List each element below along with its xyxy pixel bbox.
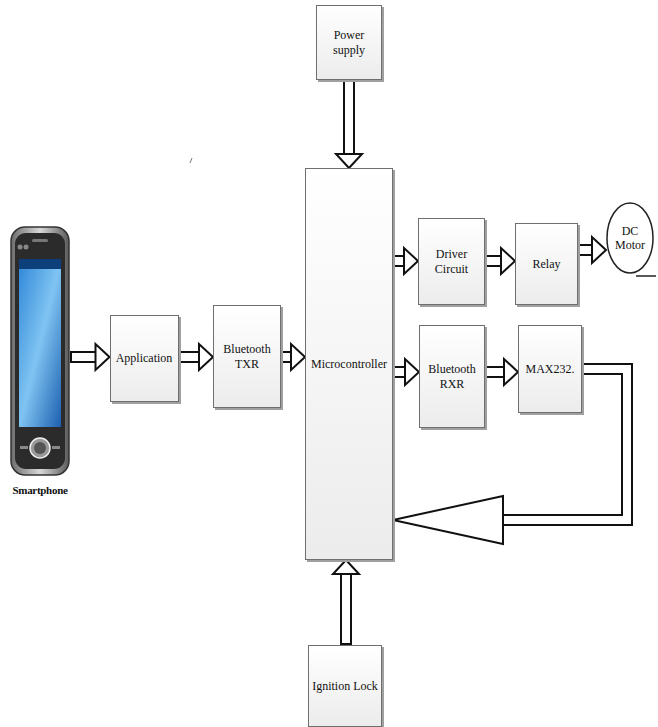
process-box: Driver Circuit	[418, 218, 485, 305]
block-arrow	[393, 248, 418, 274]
block-arrow	[336, 80, 362, 168]
phone-illustration	[10, 225, 70, 480]
node-label: Microcontroller	[308, 357, 390, 371]
power-box: Power supply	[316, 5, 382, 80]
node-label: Smartphone	[4, 484, 76, 497]
node-label: Ignition Lock	[309, 679, 381, 693]
process-box: Bluetooth RXR	[419, 325, 485, 428]
smartphone-figure: Smartphone	[10, 225, 70, 497]
node-label: DC Motor	[606, 224, 654, 253]
input-box: Ignition Lock	[308, 645, 382, 727]
block-arrow	[179, 344, 214, 370]
block-arrow	[333, 560, 359, 645]
motor-circle: DC Motor	[606, 202, 654, 274]
block-arrow	[281, 344, 305, 370]
node-label: Application	[113, 351, 176, 365]
motor-shaft	[636, 275, 656, 277]
block-arrow	[485, 248, 515, 274]
node-label: MAX232.	[522, 362, 577, 376]
block-arrow	[70, 344, 110, 370]
node-label: Bluetooth TXR	[214, 342, 280, 371]
node-label: Driver Circuit	[419, 247, 484, 276]
process-box: Relay	[515, 223, 578, 305]
block-arrow	[393, 359, 419, 385]
node-label: Relay	[530, 257, 564, 271]
process-box: Application	[110, 315, 179, 402]
node-label: Power supply	[317, 28, 381, 57]
stray-mark	[190, 158, 192, 163]
node-label: Bluetooth RXR	[420, 362, 484, 391]
process-box: MAX232.	[518, 325, 582, 413]
block-arrow	[578, 237, 606, 263]
process-box: Bluetooth TXR	[213, 305, 281, 408]
block-arrow	[485, 359, 518, 385]
controller-box: Microcontroller	[305, 168, 393, 560]
